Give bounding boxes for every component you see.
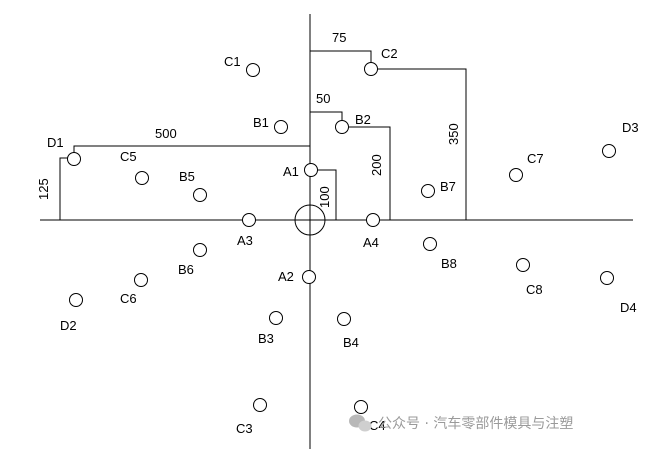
hole-a4	[366, 213, 380, 227]
hole-b4	[337, 312, 351, 326]
hole-b2	[335, 120, 349, 134]
wechat-logo-icon	[349, 414, 372, 432]
hole-label-c4: C4	[369, 418, 386, 433]
hole-d1	[67, 152, 81, 166]
hole-label-c1: C1	[224, 54, 241, 69]
hole-c3	[253, 398, 267, 412]
hole-d4	[600, 271, 614, 285]
hole-d2	[69, 293, 83, 307]
hole-b6	[193, 243, 207, 257]
dim-c2-y: 350	[446, 123, 461, 145]
dim-d1-x: 500	[155, 126, 177, 141]
hole-a2	[302, 270, 316, 284]
hole-a1	[304, 163, 318, 177]
hole-b5	[193, 188, 207, 202]
hole-label-c3: C3	[236, 421, 253, 436]
hole-c1	[246, 63, 260, 77]
watermark-text: 公众号 · 汽车零部件模具与注塑	[378, 415, 573, 432]
hole-label-b7: B7	[440, 179, 456, 194]
hole-label-c2: C2	[381, 46, 398, 61]
hole-b8	[423, 237, 437, 251]
hole-label-b3: B3	[258, 331, 274, 346]
hole-c7	[509, 168, 523, 182]
dim-d1-y: 125	[36, 178, 51, 200]
hole-label-a1: A1	[283, 164, 299, 179]
hole-label-d1: D1	[47, 135, 64, 150]
hole-label-d4: D4	[620, 300, 637, 315]
dim-line-a1	[310, 169, 337, 220]
hole-label-d3: D3	[622, 120, 639, 135]
hole-label-a2: A2	[278, 269, 294, 284]
hole-b7	[421, 184, 435, 198]
dim-b2-x: 50	[316, 91, 330, 106]
hole-c4	[354, 400, 368, 414]
hole-label-c6: C6	[120, 291, 137, 306]
hole-b3	[269, 311, 283, 325]
hole-c6	[134, 273, 148, 287]
hole-label-d2: D2	[60, 318, 77, 333]
hole-label-b2: B2	[355, 112, 371, 127]
hole-label-b6: B6	[178, 262, 194, 277]
hole-label-b4: B4	[343, 335, 359, 350]
hole-a3	[242, 213, 256, 227]
hole-label-a4: A4	[363, 235, 379, 250]
center-origin-circle	[294, 204, 326, 236]
hole-c5	[135, 171, 149, 185]
hole-label-b8: B8	[441, 256, 457, 271]
dim-b2-y: 200	[369, 154, 384, 176]
dim-line-c2	[310, 50, 467, 220]
hole-label-b5: B5	[179, 169, 195, 184]
hole-c2	[364, 62, 378, 76]
hole-label-c5: C5	[120, 149, 137, 164]
hole-label-a3: A3	[237, 233, 253, 248]
dim-c2-x: 75	[332, 30, 346, 45]
hole-b1	[274, 120, 288, 134]
hole-d3	[602, 144, 616, 158]
dim-a1-y: 100	[317, 186, 332, 208]
hole-c8	[516, 258, 530, 272]
hole-label-c7: C7	[527, 151, 544, 166]
hole-label-c8: C8	[526, 282, 543, 297]
hole-label-b1: B1	[253, 115, 269, 130]
